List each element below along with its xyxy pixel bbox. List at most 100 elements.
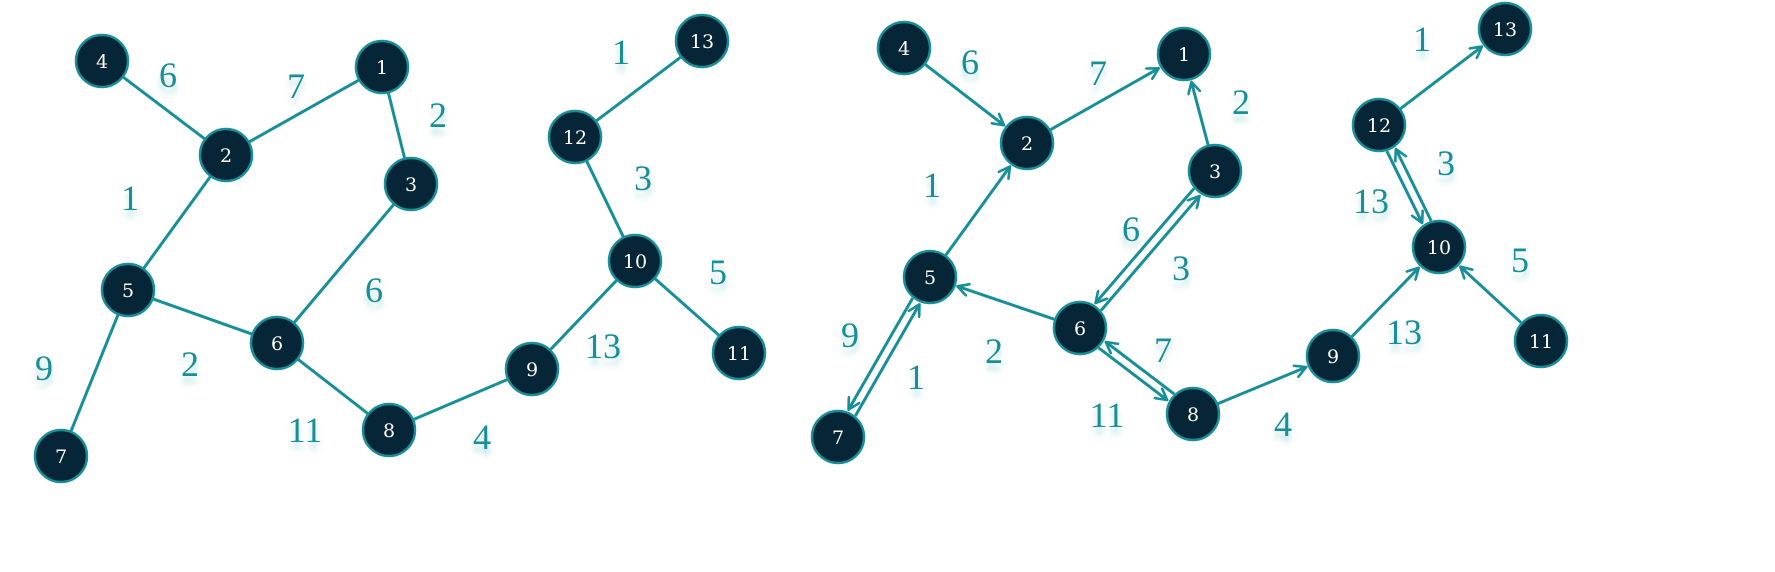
node-label: 13 bbox=[690, 31, 714, 53]
node-2: 2 bbox=[198, 127, 254, 183]
node-2: 2 bbox=[999, 115, 1055, 171]
edge-2-5 bbox=[142, 175, 212, 270]
node-label: 3 bbox=[405, 174, 417, 196]
node-circle bbox=[902, 249, 958, 305]
edge-weight-label: 9 bbox=[35, 348, 53, 388]
node-1: 1 bbox=[1156, 26, 1212, 82]
node-circle bbox=[1351, 97, 1407, 153]
edge-weight-label: 11 bbox=[288, 410, 323, 450]
node-circle bbox=[1411, 219, 1467, 275]
edge-weight-label: 2 bbox=[1232, 82, 1250, 122]
edge-11-10 bbox=[1460, 267, 1523, 324]
edge-4-2 bbox=[924, 63, 1004, 126]
edge-weight-label: 13 bbox=[1386, 312, 1422, 352]
node-label: 9 bbox=[1327, 346, 1339, 368]
edge-weight-label: 1 bbox=[923, 165, 941, 205]
edge-weight-label: 4 bbox=[473, 417, 491, 457]
node-label: 9 bbox=[526, 359, 538, 381]
node-label: 5 bbox=[122, 280, 134, 302]
node-circle bbox=[504, 341, 560, 397]
edge-weight-label: 7 bbox=[287, 66, 305, 106]
edge-2-1 bbox=[248, 78, 360, 144]
edge-layer bbox=[847, 47, 1523, 417]
node-7: 7 bbox=[33, 428, 89, 484]
edge-7-5 bbox=[854, 304, 921, 417]
edge-weight-label: 4 bbox=[1274, 404, 1292, 444]
edge-8-9 bbox=[413, 378, 508, 421]
node-circle bbox=[547, 109, 603, 165]
edge-weight-label: 5 bbox=[1511, 240, 1529, 280]
node-label: 12 bbox=[1367, 115, 1391, 137]
node-9: 9 bbox=[1305, 328, 1361, 384]
edge-weight-label: 1 bbox=[907, 357, 925, 397]
node-6: 6 bbox=[1052, 300, 1108, 356]
node-circle bbox=[361, 402, 417, 458]
edge-6-8 bbox=[1097, 346, 1167, 400]
edge-weight-label: 2 bbox=[181, 344, 199, 384]
edge-10-12 bbox=[585, 160, 625, 238]
node-3: 3 bbox=[1187, 143, 1243, 199]
node-label: 11 bbox=[727, 343, 751, 365]
edge-weight-label: 6 bbox=[159, 55, 177, 95]
node-circle bbox=[674, 13, 730, 69]
edge-8-6 bbox=[1106, 342, 1176, 396]
node-circle bbox=[607, 233, 663, 289]
node-circle bbox=[1187, 143, 1243, 199]
edge-3-6 bbox=[293, 203, 395, 324]
node-label: 7 bbox=[832, 427, 844, 449]
node-12: 12 bbox=[1351, 97, 1407, 153]
edge-weight-label: 6 bbox=[961, 42, 979, 82]
node-circle bbox=[33, 428, 89, 484]
node-label: 10 bbox=[623, 251, 647, 273]
edge-weight-label: 7 bbox=[1089, 53, 1107, 93]
node-4: 4 bbox=[74, 33, 130, 89]
node-circle bbox=[1156, 26, 1212, 82]
edge-weight-label: 1 bbox=[1413, 19, 1431, 59]
edge-12-13 bbox=[1399, 47, 1481, 110]
node-circle bbox=[1305, 328, 1361, 384]
node-circle bbox=[1513, 313, 1569, 369]
edge-weight-label: 1 bbox=[612, 32, 630, 72]
node-circle bbox=[249, 315, 305, 371]
node-13: 13 bbox=[674, 13, 730, 69]
node-label: 8 bbox=[383, 420, 395, 442]
node-13: 13 bbox=[1477, 1, 1533, 57]
node-circle bbox=[810, 409, 866, 465]
node-circle bbox=[1477, 1, 1533, 57]
node-3: 3 bbox=[383, 156, 439, 212]
edge-6-3 bbox=[1099, 196, 1199, 312]
node-label: 12 bbox=[563, 127, 587, 149]
node-label: 7 bbox=[55, 446, 67, 468]
edge-5-7 bbox=[847, 297, 914, 409]
node-label: 2 bbox=[220, 145, 232, 167]
edge-weight-label: 2 bbox=[429, 95, 447, 135]
node-9: 9 bbox=[504, 341, 560, 397]
node-label: 8 bbox=[1187, 404, 1199, 426]
node-1: 1 bbox=[354, 39, 410, 95]
edge-6-8 bbox=[297, 358, 369, 415]
node-5: 5 bbox=[100, 262, 156, 318]
node-label: 4 bbox=[898, 38, 910, 60]
edge-2-1 bbox=[1049, 66, 1158, 131]
edge-weight-label: 9 bbox=[841, 315, 859, 355]
node-label: 1 bbox=[1178, 44, 1190, 66]
node-6: 6 bbox=[249, 315, 305, 371]
edge-weight-label: 5 bbox=[709, 252, 727, 292]
edge-weight-label: 13 bbox=[1353, 181, 1389, 221]
node-circle bbox=[354, 39, 410, 95]
edge-10-11 bbox=[654, 277, 720, 337]
node-circle bbox=[74, 33, 130, 89]
edge-weight-label: 3 bbox=[1172, 248, 1190, 288]
edge-weight-label: 6 bbox=[365, 270, 383, 310]
edge-layer bbox=[69, 56, 720, 432]
edge-9-10 bbox=[1350, 268, 1419, 338]
edge-weight-label: 2 bbox=[985, 331, 1003, 371]
edge-4-2 bbox=[122, 76, 206, 140]
node-circle bbox=[711, 325, 767, 381]
